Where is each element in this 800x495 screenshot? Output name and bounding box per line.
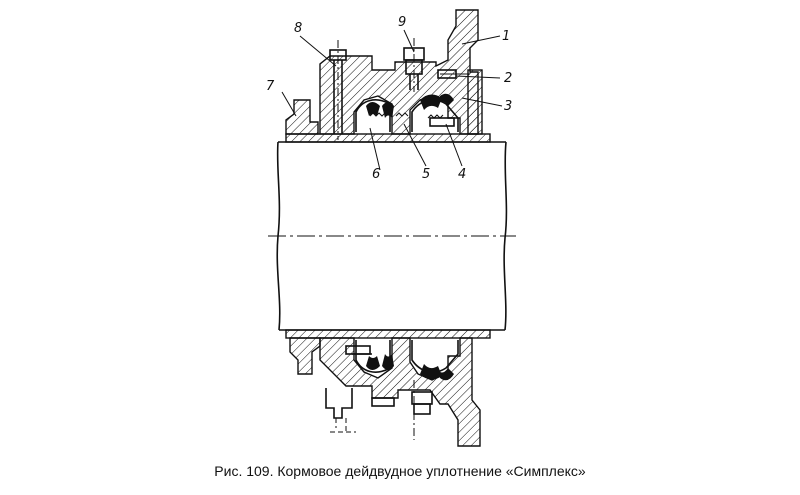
part-label-8: 8	[294, 21, 302, 36]
lower-seal-assembly	[285, 329, 491, 447]
part-label-3: 3	[504, 99, 512, 114]
part-label-2: 2	[504, 71, 512, 86]
part-label-7: 7	[266, 79, 275, 94]
part-label-1: 1	[502, 29, 510, 44]
figure-caption: Рис. 109. Кормовое дейдвудное уплотнение…	[214, 463, 586, 479]
leader-lines	[281, 29, 503, 171]
part-label-9: 9	[398, 15, 406, 30]
shaft	[268, 141, 516, 331]
part-label-6: 6	[372, 167, 380, 182]
part-label-4: 4	[458, 167, 466, 182]
part-label-5: 5	[422, 167, 430, 182]
